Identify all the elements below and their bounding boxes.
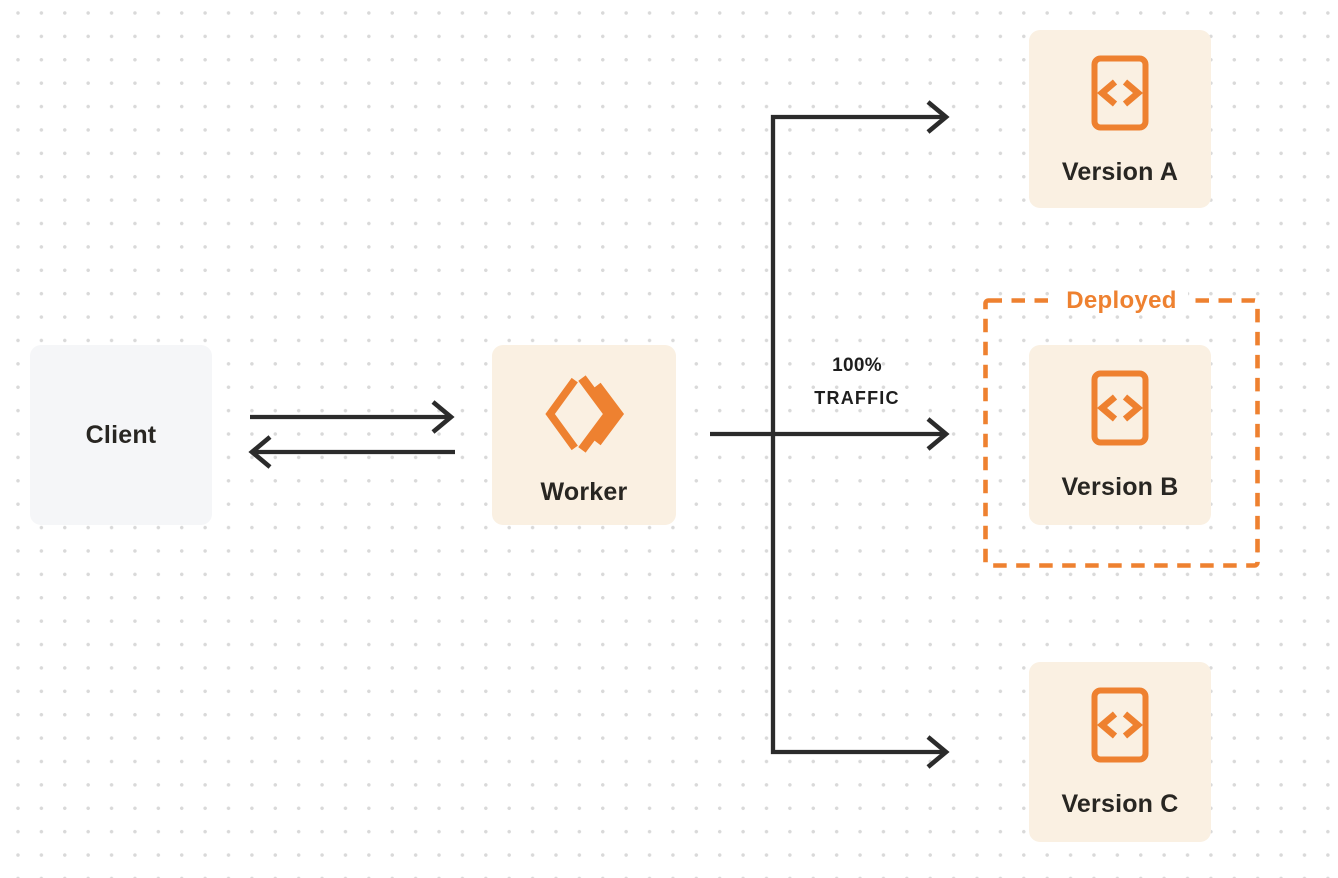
code-file-icon — [1091, 55, 1149, 131]
deployed-group-frame — [983, 298, 1260, 568]
node-version-b: Version B — [1029, 345, 1211, 525]
code-file-icon — [1091, 687, 1149, 763]
node-worker: Worker — [492, 345, 676, 525]
client-label: Client — [85, 421, 157, 449]
arrow-worker-to-version-b — [710, 417, 950, 451]
worker-chevrons-icon — [545, 375, 625, 453]
node-client: Client — [30, 345, 212, 525]
version-c-label: Version C — [1061, 790, 1179, 818]
version-b-label: Version B — [1061, 473, 1179, 501]
deployed-group-label-text: Deployed — [1055, 286, 1188, 315]
code-file-icon — [1091, 370, 1149, 446]
worker-label: Worker — [540, 478, 628, 506]
node-version-c: Version C — [1029, 662, 1211, 842]
traffic-edge-label: 100% TRAFFIC — [779, 350, 935, 415]
deployed-group-label: Deployed — [983, 286, 1260, 315]
node-version-a: Version A — [1029, 30, 1211, 208]
arrow-client-to-worker — [250, 400, 455, 434]
traffic-word-text: TRAFFIC — [814, 388, 900, 408]
version-a-label: Version A — [1061, 158, 1179, 186]
arrow-worker-to-client — [248, 435, 455, 469]
branch-to-version-a-and-c — [770, 100, 950, 769]
traffic-percent-text: 100% — [832, 355, 882, 376]
